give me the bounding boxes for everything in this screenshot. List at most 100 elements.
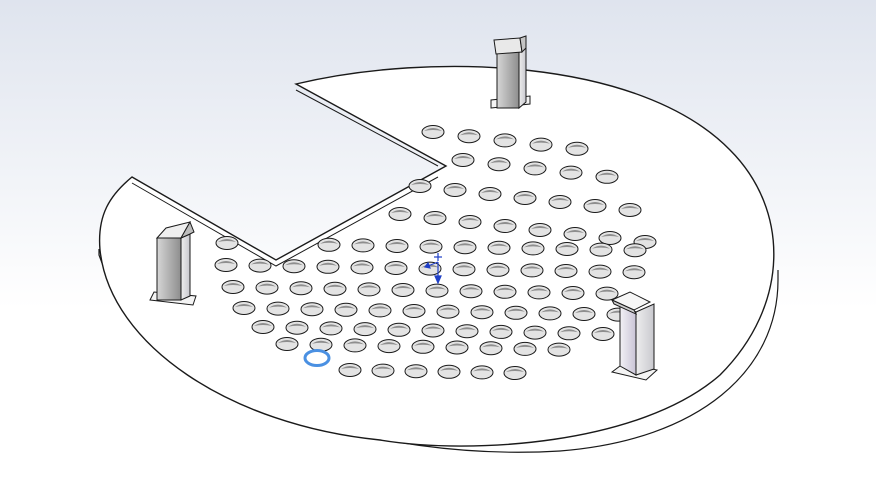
- plate-hole[interactable]: [548, 195, 572, 209]
- plate-hole[interactable]: [583, 199, 607, 213]
- plate-hole[interactable]: [520, 263, 544, 278]
- support-post-right[interactable]: [610, 291, 659, 381]
- plate-hole[interactable]: [589, 242, 613, 257]
- plate-hole[interactable]: [309, 337, 333, 352]
- plate-hole[interactable]: [528, 223, 552, 237]
- plate-hole[interactable]: [595, 169, 619, 184]
- plate-hole[interactable]: [443, 183, 467, 197]
- plate-hole[interactable]: [572, 307, 596, 321]
- plate-hole[interactable]: [371, 363, 395, 378]
- plate-hole[interactable]: [384, 261, 408, 275]
- plate-hole[interactable]: [351, 238, 375, 253]
- plate-hole[interactable]: [486, 262, 510, 277]
- plate-hole[interactable]: [357, 282, 381, 297]
- plate-hole[interactable]: [455, 324, 479, 339]
- plate-hole[interactable]: [316, 259, 340, 274]
- plate-hole[interactable]: [523, 325, 547, 340]
- plate-hole[interactable]: [527, 285, 551, 300]
- plate-hole[interactable]: [478, 187, 502, 201]
- plate-hole[interactable]: [334, 302, 358, 317]
- plate-hole[interactable]: [248, 258, 272, 273]
- plate-hole[interactable]: [423, 211, 447, 225]
- plate-hole[interactable]: [588, 264, 612, 279]
- plate-hole[interactable]: [221, 280, 245, 294]
- plate-hole[interactable]: [547, 342, 571, 357]
- plate-hole[interactable]: [470, 365, 494, 380]
- plate-top-face[interactable]: [98, 65, 775, 447]
- plate-hole[interactable]: [561, 286, 585, 300]
- plate-hole[interactable]: [385, 239, 409, 253]
- plate-hole[interactable]: [437, 364, 461, 379]
- plate-hole[interactable]: [470, 305, 494, 320]
- plate-hole[interactable]: [425, 283, 449, 298]
- plate-hole[interactable]: [459, 284, 483, 299]
- plate-hole[interactable]: [232, 301, 256, 315]
- support-post-back[interactable]: [490, 35, 531, 110]
- selected-hole-highlight[interactable]: [303, 349, 331, 367]
- plate-hole[interactable]: [487, 157, 511, 172]
- plate-hole[interactable]: [255, 280, 279, 295]
- plate-hole[interactable]: [559, 165, 583, 180]
- plate-hole[interactable]: [538, 306, 562, 321]
- plate-hole[interactable]: [350, 260, 374, 275]
- plate-hole[interactable]: [285, 320, 309, 335]
- plate-hole[interactable]: [513, 191, 537, 205]
- plate-hole[interactable]: [451, 153, 475, 167]
- support-post-left[interactable]: [149, 220, 197, 306]
- plate-hole[interactable]: [377, 339, 401, 354]
- plate-hole[interactable]: [493, 219, 517, 233]
- plate-hole[interactable]: [504, 305, 528, 320]
- plate-hole[interactable]: [368, 303, 392, 318]
- plate-hole[interactable]: [563, 227, 587, 241]
- plate-hole[interactable]: [493, 284, 517, 299]
- plate-hole[interactable]: [419, 239, 443, 254]
- plate-hole[interactable]: [436, 304, 460, 319]
- plate-hole[interactable]: [503, 366, 527, 380]
- plate-hole[interactable]: [317, 237, 341, 252]
- plate-hole[interactable]: [214, 258, 238, 272]
- plate-hole[interactable]: [618, 203, 642, 217]
- plate-hole[interactable]: [555, 242, 579, 256]
- plate-hole[interactable]: [598, 231, 622, 245]
- plate-hole[interactable]: [523, 161, 547, 176]
- plate-hole[interactable]: [591, 327, 615, 341]
- plate-hole[interactable]: [402, 304, 426, 318]
- plate-hole[interactable]: [513, 341, 537, 356]
- plate-hole[interactable]: [487, 240, 511, 255]
- plate-hole[interactable]: [623, 243, 647, 258]
- plate-hole[interactable]: [408, 179, 432, 193]
- plate-hole[interactable]: [557, 326, 581, 341]
- hole-pattern[interactable]: [214, 125, 657, 380]
- plate-hole[interactable]: [300, 302, 324, 317]
- plate-hole[interactable]: [421, 323, 445, 338]
- plate-hole[interactable]: [319, 321, 343, 336]
- plate-hole[interactable]: [565, 141, 589, 156]
- plate-hole[interactable]: [622, 265, 646, 280]
- plate-hole[interactable]: [387, 322, 411, 337]
- plate-hole[interactable]: [489, 324, 513, 339]
- plate-hole[interactable]: [282, 259, 306, 274]
- plate-hole[interactable]: [338, 363, 362, 377]
- plate-hole[interactable]: [388, 207, 412, 221]
- plate-hole[interactable]: [275, 337, 299, 351]
- cutout-edge[interactable]: [131, 89, 439, 267]
- plate-hole[interactable]: [453, 240, 477, 255]
- plate-hole[interactable]: [215, 236, 239, 250]
- plate-hole[interactable]: [343, 338, 367, 353]
- plate-hole[interactable]: [595, 286, 619, 301]
- plate-hole[interactable]: [445, 340, 469, 355]
- plate-hole[interactable]: [391, 283, 415, 297]
- plate-hole[interactable]: [251, 320, 275, 334]
- plate-hole[interactable]: [421, 125, 445, 139]
- plate-hole[interactable]: [479, 341, 503, 356]
- plate-hole[interactable]: [521, 241, 545, 256]
- plate-hole[interactable]: [458, 215, 482, 229]
- plate-hole[interactable]: [452, 262, 476, 277]
- plate-hole[interactable]: [457, 129, 481, 144]
- plate-hole[interactable]: [266, 301, 290, 316]
- plate-hole[interactable]: [289, 281, 313, 296]
- plate-hole[interactable]: [323, 281, 347, 296]
- plate-hole[interactable]: [353, 322, 377, 337]
